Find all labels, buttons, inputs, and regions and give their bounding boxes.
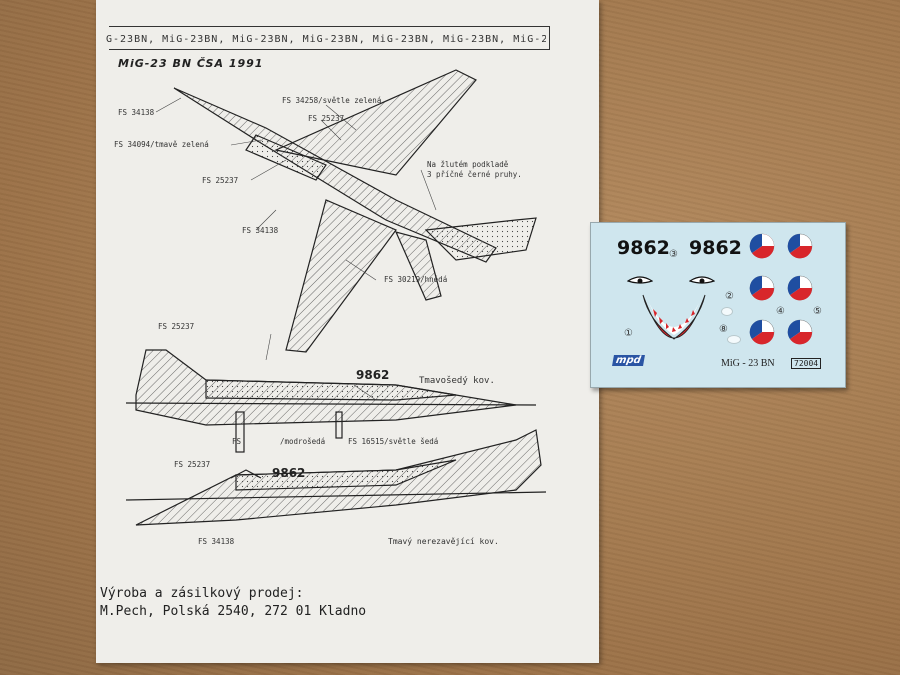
label-tmavoseda: Tmavošedý kov. <box>419 376 495 386</box>
footer-address: Výroba a zásilkový prodej: M.Pech, Polsk… <box>100 585 366 621</box>
czech-roundel-4 <box>787 275 813 301</box>
decal-serial-right: 9862 <box>689 237 742 259</box>
decal-model-name: MiG - 23 BN <box>721 358 775 369</box>
czech-roundel-1 <box>749 233 775 259</box>
marker-5: ⑤ <box>813 306 822 317</box>
label-fs34094: FS 34094/tmavě zelená <box>114 140 209 149</box>
side-view-aircraft <box>125 349 537 453</box>
mpd-logo: mpd <box>612 355 645 366</box>
shark-mouth-decal <box>642 294 706 340</box>
instruction-sheet: G-23BN, MiG-23BN, MiG-23BN, MiG-23BN, Mi… <box>96 0 599 663</box>
label-fs34138-c: FS 34138 <box>198 537 235 546</box>
czech-roundel-2 <box>787 233 813 259</box>
label-fs25237-d: FS 25237 <box>174 460 211 469</box>
title-strip <box>109 26 550 50</box>
czech-roundel-5 <box>749 319 775 345</box>
page-heading: MiG-23 BN ČSA 1991 <box>118 57 264 70</box>
label-fs25237-c: FS 25237 <box>158 322 195 331</box>
decal-serial-left: 9862 <box>617 237 670 259</box>
marker-3: ③ <box>669 249 678 260</box>
label-tmavy: Tmavý nerezavějící kov. <box>388 537 499 546</box>
eye-decal-right <box>689 276 715 284</box>
label-fs16515: FS 16515/světle šedá <box>348 437 439 446</box>
serial-number-2: 9862 <box>272 466 306 480</box>
marker-4: ④ <box>776 306 785 317</box>
strip-text: G-23BN, MiG-23BN, MiG-23BN, MiG-23BN, Mi… <box>106 34 546 45</box>
marker-8: ⑧ <box>719 324 728 335</box>
note-line-1: Na žlutém podkladě <box>427 160 509 169</box>
label-fs30219: FS 30219/hnědá <box>384 275 448 284</box>
label-fs34138-a: FS 34138 <box>118 108 155 117</box>
clear-decal-b <box>727 335 741 344</box>
czech-roundel-6 <box>787 319 813 345</box>
marker-2: ② <box>725 291 734 302</box>
czech-roundel-3 <box>749 275 775 301</box>
label-fs: FS <box>232 437 242 446</box>
aircraft-drawings <box>125 69 547 526</box>
label-fs25237-b: FS 25237 <box>202 176 239 185</box>
label-fs25237-a: FS 25237 <box>308 114 345 123</box>
marker-1: ① <box>624 328 633 339</box>
leader-lines <box>155 97 437 401</box>
bottom-view-aircraft <box>125 429 547 526</box>
decal-sheet: 9862 9862 ③ ① ② ④ ⑤ ⑧ <box>590 222 846 388</box>
decal-product-code: 72004 <box>791 358 822 369</box>
note-line-2: 3 příčné černé pruhy. <box>427 170 522 179</box>
stripe-note: Na žlutém podkladě 3 příčné černé pruhy. <box>427 160 522 180</box>
clear-decal-a <box>721 307 733 316</box>
eye-decal-left <box>627 276 653 284</box>
label-fs34138-b: FS 34138 <box>242 226 279 235</box>
serial-number-1: 9862 <box>356 368 390 382</box>
top-view-aircraft <box>173 69 537 353</box>
footer-line-1: Výroba a zásilkový prodej: <box>100 586 304 601</box>
label-fs34258: FS 34258/světle zelená <box>282 96 382 105</box>
footer-line-2: M.Pech, Polská 2540, 272 01 Kladno <box>100 604 367 619</box>
label-modroseda: /modrošedá <box>280 437 326 446</box>
